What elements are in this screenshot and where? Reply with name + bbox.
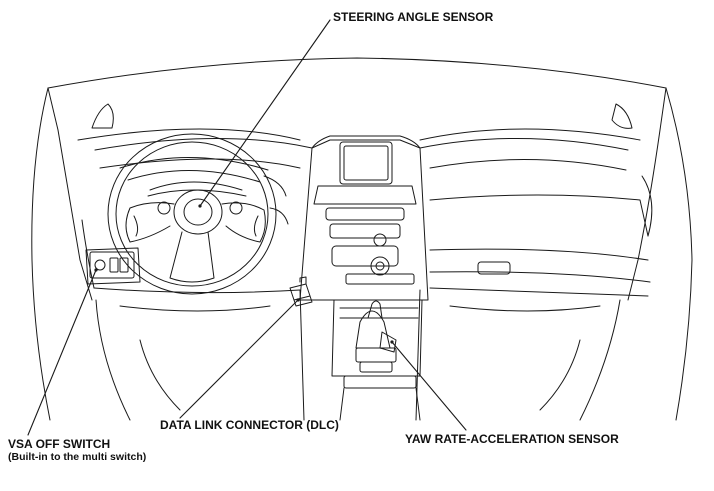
steering-sensor-leader	[199, 19, 331, 207]
vsa-off-switch-label: VSA OFF SWITCH	[8, 437, 111, 451]
data-link-connector-label: DATA LINK CONNECTOR (DLC)	[160, 418, 339, 432]
instrument-cluster	[119, 156, 289, 225]
yaw-rate-acceleration-sensor-label: YAW RATE-ACCELERATION SENSOR	[405, 432, 619, 446]
dlc-leader	[179, 299, 299, 419]
leader-arrowheads	[94, 204, 394, 344]
yaw-sensor-leader	[391, 341, 467, 431]
leader-lines	[27, 19, 467, 436]
vsa-off-switch-note: (Built-in to the multi switch)	[8, 451, 147, 463]
vsa-switch-leader	[27, 269, 97, 436]
steering-angle-sensor-label: STEERING ANGLE SENSOR	[333, 10, 494, 24]
dashboard-top	[81, 137, 653, 421]
shifter-area	[339, 300, 421, 421]
vsa-multi-switch	[85, 247, 141, 285]
windshield-frame	[31, 57, 693, 421]
steering-wheel	[107, 133, 277, 295]
center-console	[299, 135, 429, 377]
